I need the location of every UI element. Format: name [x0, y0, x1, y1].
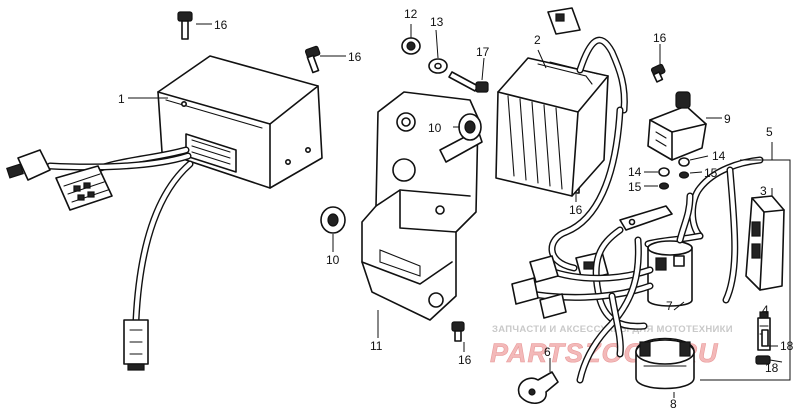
callout-15-left: 15 — [628, 180, 642, 194]
callout-16-top: 16 — [214, 18, 228, 32]
callout-16-right: 16 — [653, 31, 667, 45]
callout-9: 9 — [724, 112, 731, 126]
wire-harness-5 — [511, 156, 764, 384]
bolt-18-a — [761, 329, 769, 347]
bolt-16-right — [650, 63, 666, 83]
callout-10-upper: 10 — [428, 121, 442, 135]
mounting-bracket — [361, 91, 483, 321]
watermark-tagline: ЗАПЧАСТИ И АКСЕССУАРЫ ДЛЯ МОТОТЕХНИКИ — [492, 324, 733, 335]
callout-3: 3 — [760, 184, 767, 198]
grommet-lower — [320, 206, 346, 234]
leader-lines — [128, 23, 783, 398]
bolt-16-bracket — [451, 321, 465, 342]
relay-8 — [635, 337, 695, 390]
callout-16-upper-mid: 16 — [348, 50, 362, 64]
callout-16-bracket: 16 — [458, 353, 472, 367]
callout-15-right: 15 — [704, 166, 718, 180]
grommet-upper — [458, 113, 482, 141]
callout-2: 2 — [534, 33, 541, 47]
callout-10-lower: 10 — [326, 253, 340, 267]
collar-14-right — [678, 157, 690, 167]
callout-18-b: 18 — [765, 361, 779, 375]
callout-18-a: 18 — [780, 339, 794, 353]
horn-9 — [647, 91, 707, 161]
callout-1: 1 — [118, 92, 125, 106]
washer-13 — [428, 58, 448, 74]
callout-numbers: 1 2 3 4 5 6 7 8 9 10 10 11 12 13 14 14 1… — [118, 7, 794, 411]
callout-17: 17 — [476, 45, 490, 59]
collar-14-left — [658, 167, 670, 177]
cable-7 — [608, 292, 624, 358]
bolt-16-top — [177, 11, 193, 40]
callout-4: 4 — [762, 303, 769, 317]
fuse-box-3 — [745, 195, 785, 291]
callout-5: 5 — [766, 125, 773, 139]
callout-7: 7 — [666, 299, 673, 313]
callout-12: 12 — [404, 7, 418, 21]
bolt-16-upper-mid — [304, 45, 321, 74]
terminal-boot-6 — [517, 371, 559, 404]
collar-12 — [401, 37, 421, 55]
washer-15-left — [658, 182, 670, 190]
callout-11: 11 — [370, 339, 383, 353]
callout-13: 13 — [430, 15, 444, 29]
bolt-17 — [448, 71, 489, 93]
callout-14-right: 14 — [712, 149, 726, 163]
callout-14-left: 14 — [628, 165, 642, 179]
watermark: ЗАПЧАСТИ И АКСЕССУАРЫ ДЛЯ МОТОТЕХНИКИ PA… — [490, 324, 733, 368]
regulator-rectifier — [495, 7, 628, 281]
washer-15-right — [678, 171, 690, 179]
callout-16-regulator: 16 — [569, 203, 583, 217]
callout-6: 6 — [544, 345, 551, 359]
callout-8: 8 — [670, 397, 677, 411]
cdi-unit — [6, 55, 323, 371]
